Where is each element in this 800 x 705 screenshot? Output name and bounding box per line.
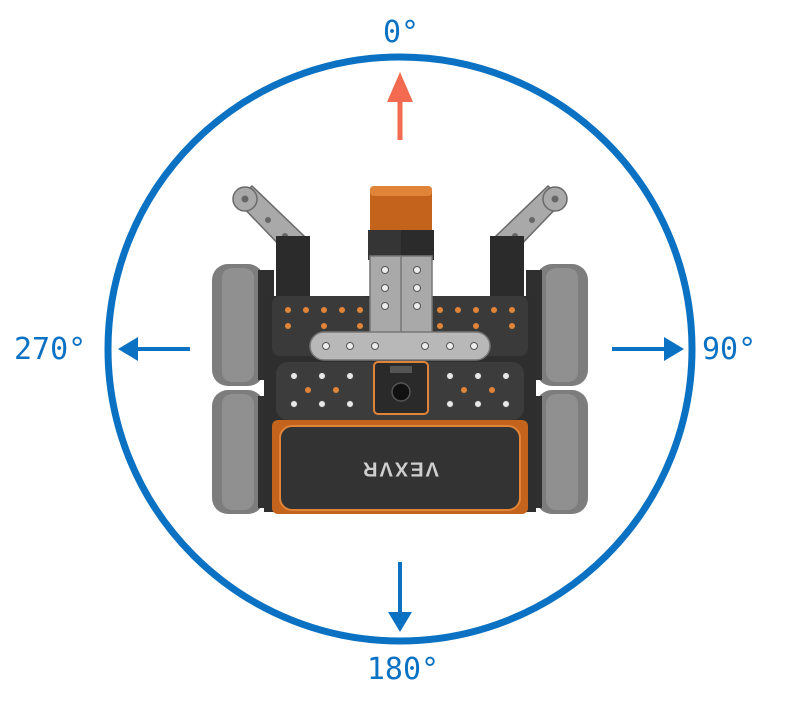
- camera-icon: [391, 382, 411, 402]
- label-east: 90°: [702, 332, 757, 367]
- arrow-left-icon: [118, 337, 190, 361]
- brand-text: VEXVR: [361, 458, 439, 480]
- brain-panel: VEXVR: [272, 420, 528, 514]
- label-south: 180°: [366, 652, 440, 687]
- arrow-right-icon: [612, 337, 684, 361]
- right-arm: [494, 184, 568, 254]
- middle-plate: [276, 361, 524, 420]
- label-west: 270°: [14, 332, 87, 367]
- heading-ring: [104, 53, 696, 645]
- wheel-front-left: [212, 264, 274, 386]
- label-north: 0°: [382, 15, 420, 50]
- sensor-block: [368, 186, 434, 260]
- arrow-down-icon: [388, 562, 412, 632]
- metal-t-bar: [309, 255, 491, 361]
- forward-arrow-icon: [387, 72, 413, 140]
- robot-illustration: VEXVR: [212, 184, 588, 514]
